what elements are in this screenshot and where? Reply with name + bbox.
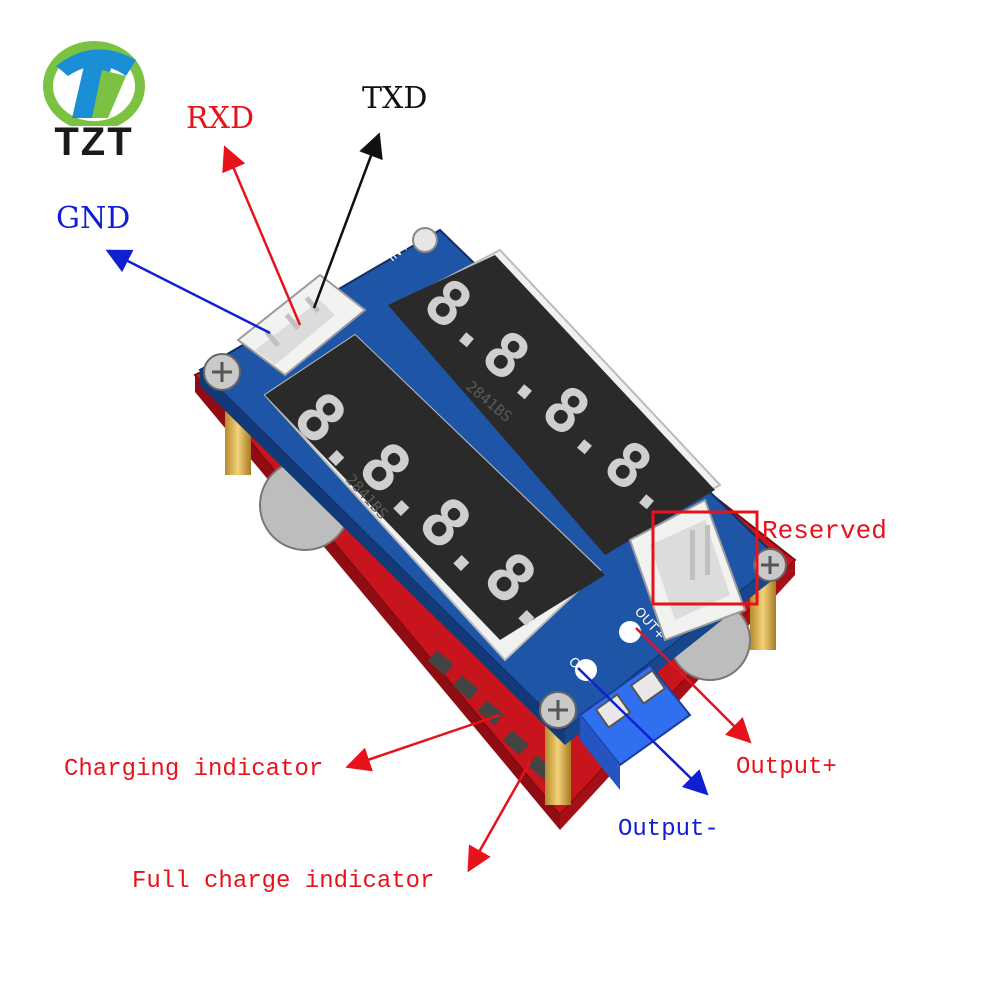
label-charging-indicator: Charging indicator [64,756,324,783]
reserved-highlight-box [651,510,759,606]
display-right: 2841BS 8. 8. 8. 8. [388,248,722,555]
tzt-logo: TZT [28,36,160,164]
label-gnd: GND [56,201,131,236]
mount-hole-a [619,621,641,643]
arrow-txd [312,132,383,309]
arrow-output-plus [635,627,752,744]
screws [203,227,787,729]
serial-connector [236,273,367,377]
arrow-charging-indicator [345,713,501,772]
label-output-plus: Output+ [736,754,837,781]
label-rxd: RXD [186,101,254,136]
label-full-charge-indicator: Full charge indicator [132,868,435,895]
screw-terminal [578,663,692,790]
arrow-full-charge-indicator [467,761,532,873]
label-txd: TXD [362,81,428,116]
arrow-gnd [105,249,271,335]
arrow-rxd [222,145,302,326]
label-reserved: Reserved [762,516,887,546]
label-output-minus: Output- [618,816,719,843]
logo-text: TZT [54,120,134,164]
arrow-output-minus [577,667,709,796]
callout-arrows [105,132,752,873]
mount-hole-b [575,659,597,681]
